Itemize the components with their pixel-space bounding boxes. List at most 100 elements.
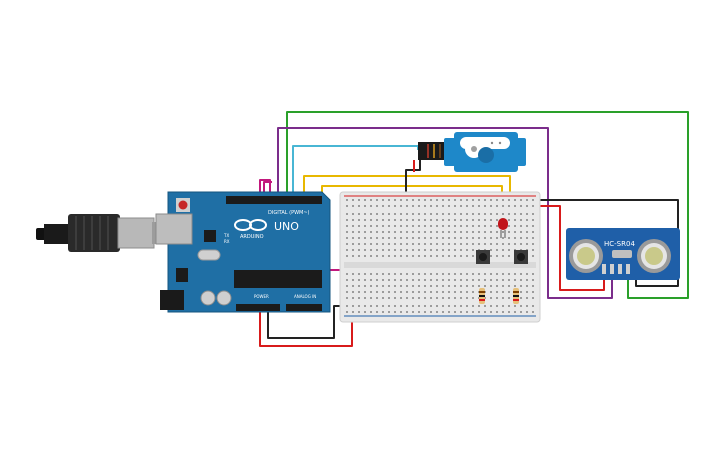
breadboard-hole xyxy=(394,225,396,227)
breadboard-hole xyxy=(436,219,438,221)
arduino-dc-jack xyxy=(160,290,184,310)
breadboard-hole xyxy=(520,237,522,239)
breadboard-hole xyxy=(394,243,396,245)
wire-purple-servo xyxy=(277,127,613,299)
breadboard-hole xyxy=(496,219,498,221)
led-icon xyxy=(498,218,508,238)
breadboard-hole xyxy=(418,285,420,287)
breadboard-hole xyxy=(442,311,444,313)
breadboard-hole xyxy=(424,199,426,201)
breadboard-hole xyxy=(346,205,348,207)
breadboard-hole xyxy=(514,199,516,201)
breadboard-hole xyxy=(460,205,462,207)
breadboard-hole xyxy=(412,297,414,299)
breadboard-hole xyxy=(448,279,450,281)
breadboard-hole xyxy=(358,279,360,281)
breadboard-hole xyxy=(370,249,372,251)
breadboard-hole xyxy=(436,255,438,257)
breadboard-hole xyxy=(424,273,426,275)
breadboard-hole xyxy=(352,213,354,215)
breadboard-hole xyxy=(484,231,486,233)
breadboard-hole xyxy=(466,237,468,239)
breadboard-hole xyxy=(364,213,366,215)
breadboard-hole xyxy=(358,291,360,293)
breadboard-hole xyxy=(418,279,420,281)
breadboard-hole xyxy=(382,231,384,233)
breadboard-hole xyxy=(388,237,390,239)
breadboard-hole xyxy=(460,249,462,251)
breadboard-hole xyxy=(460,199,462,201)
breadboard-hole xyxy=(412,249,414,251)
breadboard-hole xyxy=(508,219,510,221)
breadboard-hole xyxy=(412,311,414,313)
push-button-1[interactable] xyxy=(476,250,490,264)
breadboard-hole xyxy=(454,249,456,251)
breadboard-hole xyxy=(526,279,528,281)
breadboard-hole xyxy=(418,255,420,257)
breadboard-hole xyxy=(472,219,474,221)
breadboard-hole xyxy=(502,285,504,287)
breadboard-hole xyxy=(490,237,492,239)
breadboard-hole xyxy=(358,213,360,215)
breadboard-hole xyxy=(430,219,432,221)
breadboard-hole xyxy=(364,273,366,275)
breadboard-hole xyxy=(496,305,498,307)
breadboard-hole xyxy=(460,273,462,275)
breadboard-hole xyxy=(436,273,438,275)
breadboard-hole xyxy=(382,285,384,287)
breadboard-hole xyxy=(412,205,414,207)
breadboard-hole xyxy=(364,249,366,251)
breadboard-hole xyxy=(352,273,354,275)
breadboard-hole xyxy=(382,279,384,281)
breadboard-hole xyxy=(376,199,378,201)
breadboard-hole xyxy=(454,213,456,215)
breadboard-hole xyxy=(478,219,480,221)
breadboard-hole xyxy=(400,297,402,299)
breadboard-hole xyxy=(358,297,360,299)
breadboard-hole xyxy=(454,225,456,227)
breadboard-hole xyxy=(502,311,504,313)
breadboard-hole xyxy=(370,199,372,201)
breadboard-hole xyxy=(448,199,450,201)
capacitor-1 xyxy=(200,290,216,306)
wire-red-sensor-vcc xyxy=(540,205,605,291)
breadboard-hole xyxy=(424,205,426,207)
breadboard-hole xyxy=(430,297,432,299)
breadboard-hole xyxy=(490,311,492,313)
breadboard-hole xyxy=(346,255,348,257)
breadboard-hole xyxy=(370,291,372,293)
breadboard-hole xyxy=(346,243,348,245)
breadboard-hole xyxy=(430,225,432,227)
breadboard-hole xyxy=(388,231,390,233)
breadboard-hole xyxy=(484,225,486,227)
breadboard-hole xyxy=(442,199,444,201)
breadboard-hole xyxy=(346,249,348,251)
breadboard-hole xyxy=(460,285,462,287)
breadboard-hole xyxy=(460,279,462,281)
breadboard-hole xyxy=(484,219,486,221)
breadboard-hole xyxy=(352,219,354,221)
breadboard-hole xyxy=(466,199,468,201)
breadboard-hole xyxy=(400,285,402,287)
breadboard-hole xyxy=(406,255,408,257)
breadboard-hole xyxy=(436,297,438,299)
breadboard-hole xyxy=(466,213,468,215)
breadboard-hole xyxy=(478,279,480,281)
breadboard-hole xyxy=(430,311,432,313)
push-button-2[interactable] xyxy=(514,250,528,264)
breadboard-hole xyxy=(352,279,354,281)
breadboard-hole xyxy=(520,205,522,207)
breadboard-hole xyxy=(406,213,408,215)
breadboard-hole xyxy=(346,237,348,239)
breadboard-hole xyxy=(454,243,456,245)
breadboard-hole xyxy=(466,279,468,281)
breadboard-hole xyxy=(502,199,504,201)
breadboard-hole xyxy=(508,305,510,307)
breadboard-hole xyxy=(436,285,438,287)
breadboard-hole xyxy=(496,205,498,207)
breadboard-hole xyxy=(496,279,498,281)
breadboard-hole xyxy=(406,249,408,251)
breadboard-hole xyxy=(400,213,402,215)
breadboard-hole xyxy=(358,249,360,251)
breadboard-hole xyxy=(430,255,432,257)
